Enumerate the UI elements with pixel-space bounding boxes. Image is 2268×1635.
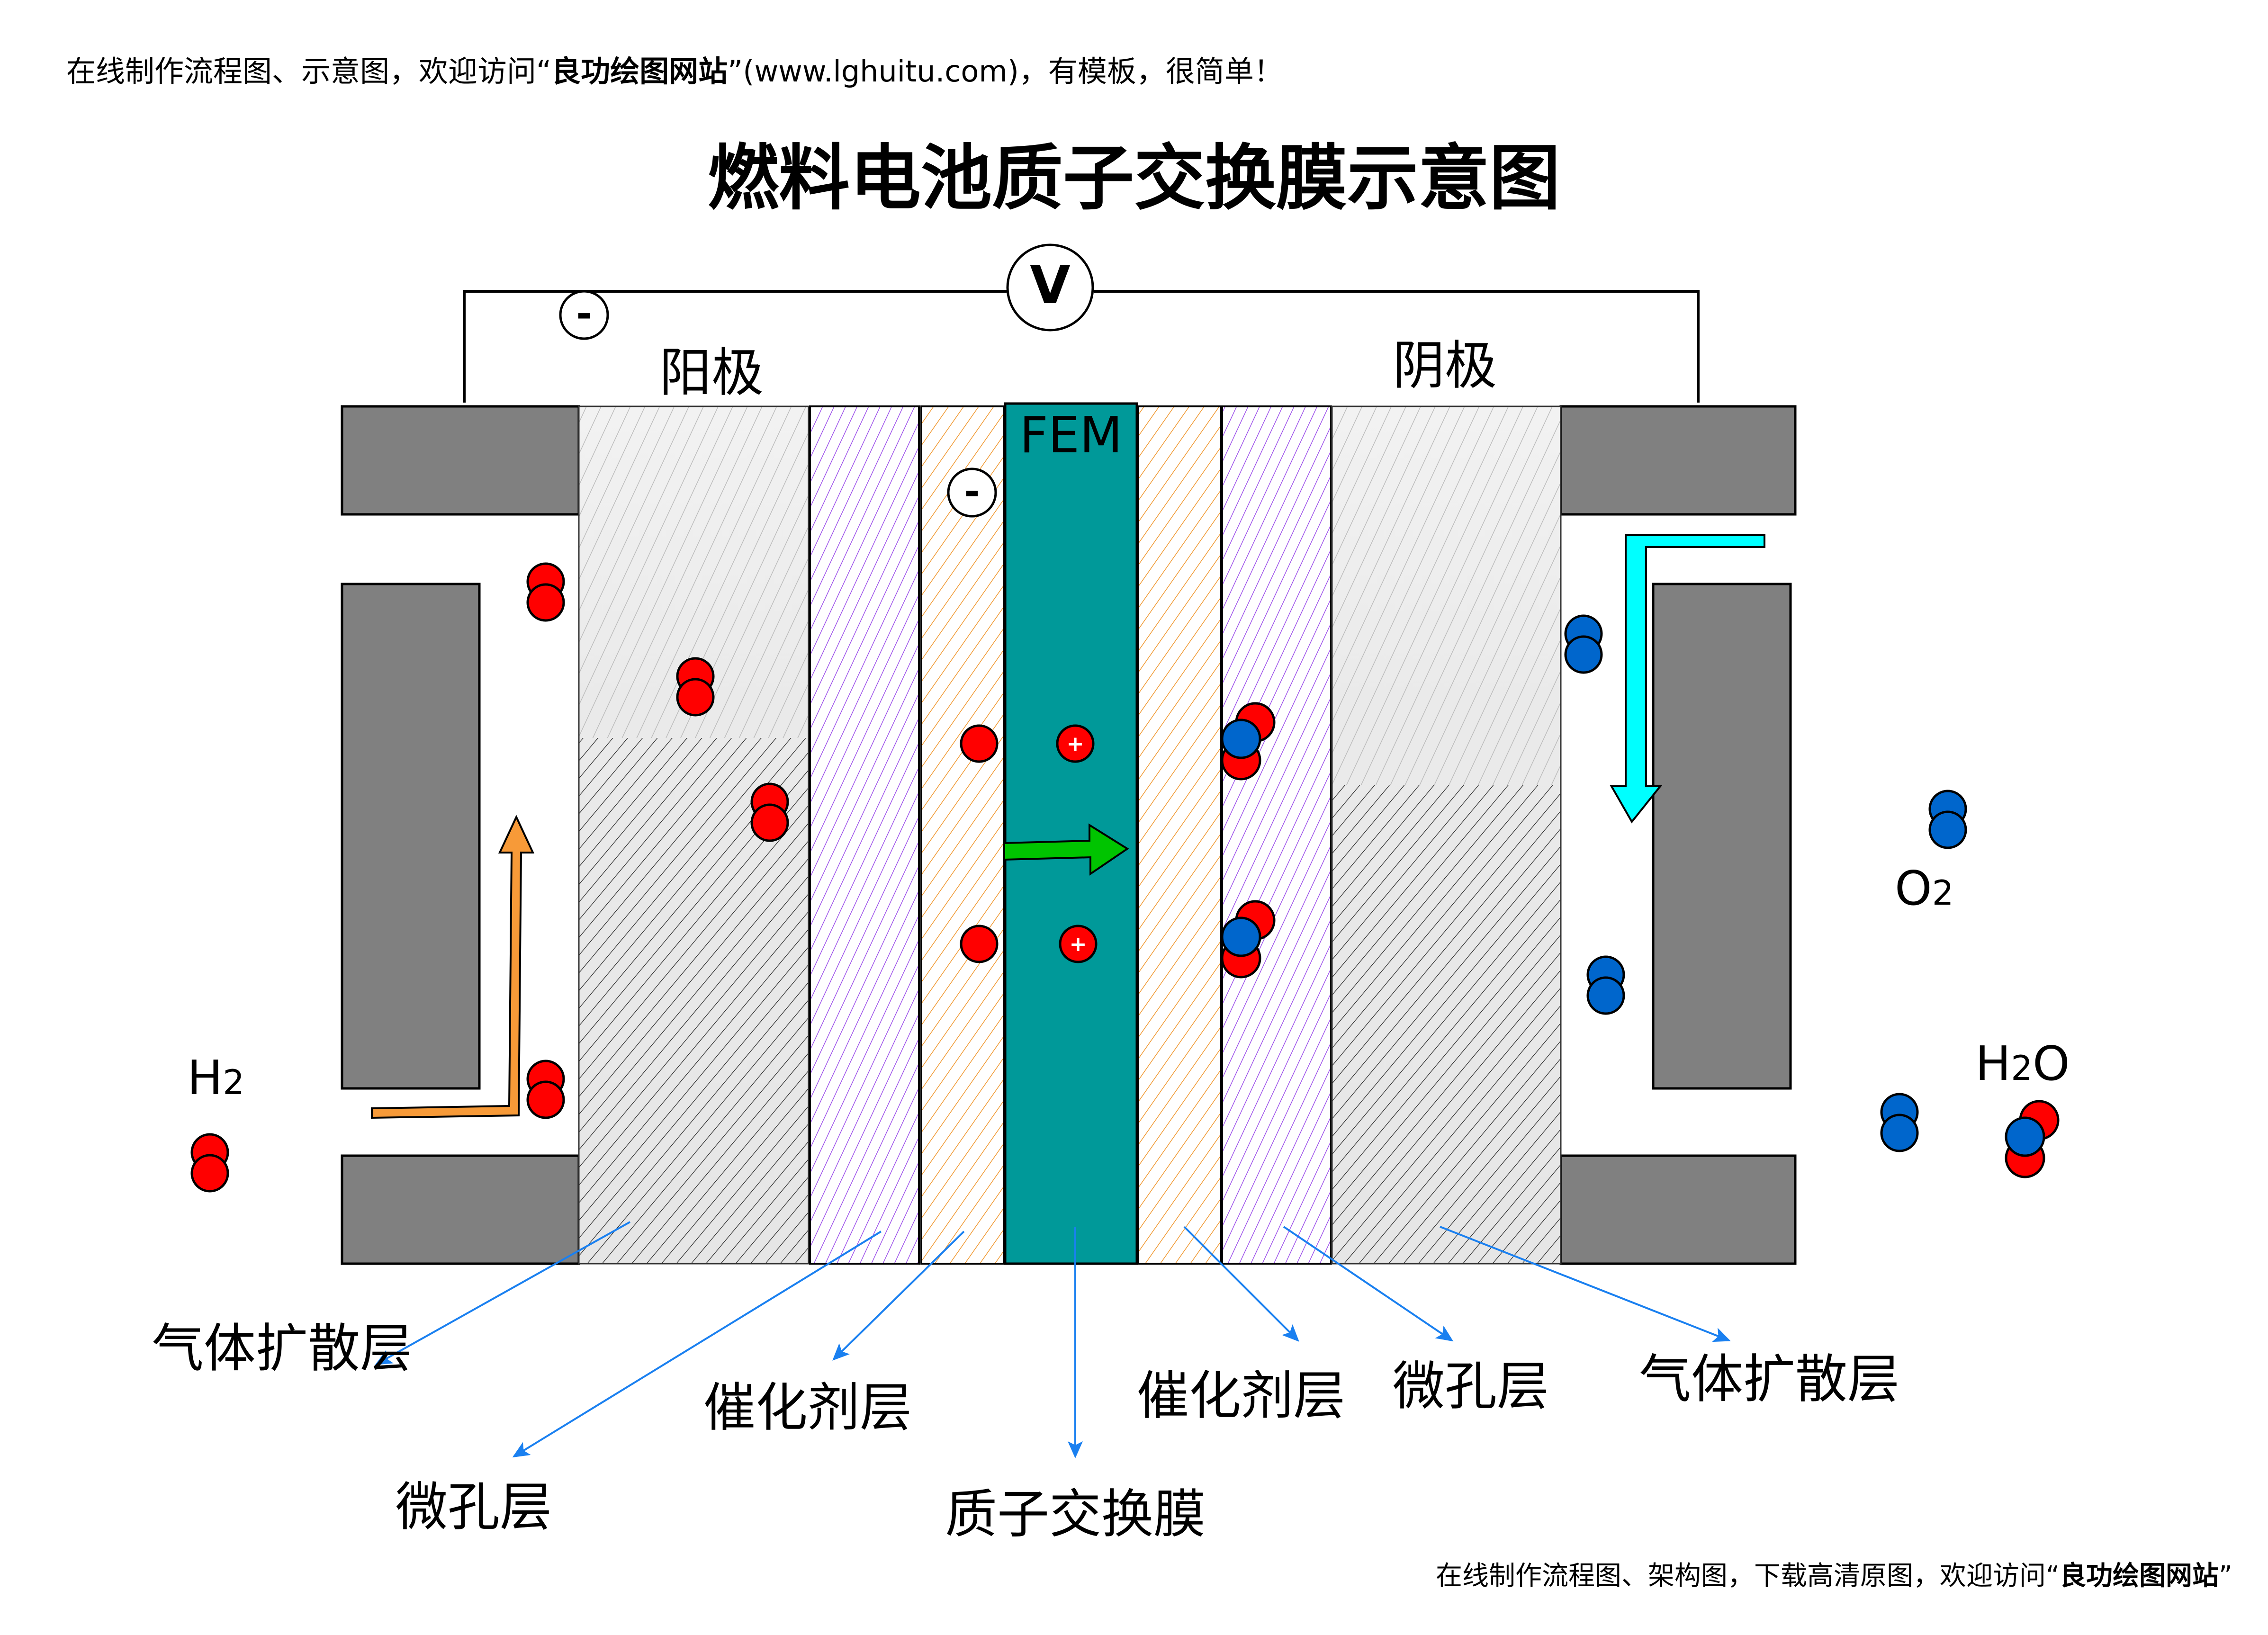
oxygen-molecule — [1880, 1093, 1919, 1152]
footer-site-link[interactable]: 良功绘图网站 — [2059, 1561, 2219, 1591]
anode-plate-middle — [341, 583, 481, 1090]
oxygen-atom — [1221, 916, 1261, 957]
label-left-catalyst: 催化剂层 — [703, 1377, 912, 1438]
oxygen-flow-arrow — [1610, 534, 1765, 824]
label-left-gas-diffusion: 气体扩散层 — [152, 1318, 412, 1379]
anode-catalyst-layer — [920, 405, 1005, 1265]
footer-note-suffix: ” — [2218, 1561, 2232, 1591]
electron-marker-catalyst — [947, 467, 997, 518]
water-molecule — [1221, 900, 1276, 979]
hydrogen-molecule — [676, 657, 715, 717]
anode-plate-bottom — [341, 1154, 580, 1265]
hydrogen-molecule-atom — [526, 1080, 565, 1119]
water-molecule — [1221, 702, 1276, 781]
circuit-wire-left — [463, 290, 1007, 403]
page-title: 燃料电池质子交换膜示意图 — [707, 137, 1560, 220]
hydrogen-molecule-atom — [750, 803, 789, 842]
hydrogen-molecule — [190, 1133, 229, 1193]
label-right-gas-diffusion: 气体扩散层 — [1639, 1349, 1899, 1410]
cathode-label: 阴极 — [1393, 335, 1497, 396]
label-right-catalyst: 催化剂层 — [1137, 1365, 1345, 1426]
leader-left-gdl — [375, 1221, 630, 1365]
oxygen-label: O2 — [1895, 861, 1954, 916]
header-note-suffix: ”(www.lghuitu.com)，有模板，很简单！ — [728, 54, 1283, 89]
footer-note-prefix: 在线制作流程图、架构图，下载高清原图，欢迎访问“ — [1435, 1561, 2060, 1591]
oxygen-molecules — [1564, 614, 1967, 1152]
oxygen-molecule — [1928, 790, 1967, 849]
hydrogen-molecule — [750, 782, 789, 842]
cathode-flow-plate — [1559, 405, 1797, 1265]
water-molecules — [1221, 702, 2060, 1178]
hydrogen-molecule-atom — [526, 583, 565, 622]
oxygen-molecule — [1564, 614, 1603, 674]
anode-plate-top — [341, 405, 580, 516]
circuit-wire-right — [1094, 290, 1700, 403]
label-left-microporous: 微孔层 — [396, 1477, 552, 1537]
oxygen-atom — [2005, 1116, 2045, 1157]
oxygen-molecule-atom — [1880, 1114, 1919, 1152]
leader-lines — [375, 1221, 1731, 1458]
proton-sign: + — [1067, 732, 1084, 756]
proton: + — [1056, 724, 1095, 763]
proton: + — [1059, 925, 1098, 963]
proton-sign: + — [1070, 932, 1087, 956]
leader-left-cl — [832, 1231, 965, 1361]
cathode-plate-top — [1559, 405, 1797, 516]
hydrogen-molecule-atom — [676, 678, 715, 717]
hydrogen-molecule — [526, 562, 565, 622]
header-site-link[interactable]: 良功绘图网站 — [551, 54, 728, 89]
footer-note: 在线制作流程图、架构图，下载高清原图，欢迎访问“良功绘图网站” — [1436, 1554, 2232, 1593]
header-note: 在线制作流程图、示意图，欢迎访问“良功绘图网站”(www.lghuitu.com… — [66, 47, 1283, 90]
proton-exchange-membrane: FEM — [1004, 402, 1138, 1265]
cathode-microporous-layer — [1221, 405, 1332, 1265]
leader-right-gdl — [1440, 1226, 1731, 1342]
water-molecule — [2005, 1100, 2060, 1178]
anode-label: 阳极 — [659, 342, 764, 403]
voltmeter — [1006, 243, 1094, 332]
anode-flow-plate — [341, 405, 580, 1265]
oxygen-molecule-atom — [1564, 635, 1603, 674]
cathode-plate-middle — [1652, 583, 1792, 1090]
hydrogen-atom — [960, 925, 999, 963]
leader-left-mpl — [512, 1231, 882, 1458]
voltmeter-label: V — [1030, 255, 1070, 315]
proton-transport-arrow — [1003, 823, 1129, 876]
hydrogen-label: H2 — [187, 1050, 244, 1105]
electron-marker-circuit — [559, 290, 609, 340]
oxygen-atom — [1221, 719, 1261, 759]
hydrogen-molecule — [526, 1060, 565, 1119]
oxygen-molecule-atom — [1586, 976, 1625, 1015]
header-note-prefix: 在线制作流程图、示意图，欢迎访问“ — [66, 54, 552, 89]
leader-right-cl — [1183, 1226, 1299, 1342]
hydrogen-molecule-atom — [190, 1154, 229, 1193]
hydrogen-flow-arrow — [371, 815, 535, 1119]
label-membrane: 质子交换膜 — [945, 1484, 1206, 1545]
oxygen-molecule-atom — [1928, 810, 1967, 849]
cathode-catalyst-layer — [1137, 405, 1222, 1265]
hydrogen-atom — [960, 724, 999, 763]
electron-sign-circuit: - — [576, 292, 592, 336]
label-right-microporous: 微孔层 — [1393, 1356, 1549, 1417]
oxygen-molecule — [1586, 955, 1625, 1015]
water-label: H2O — [1975, 1036, 2070, 1091]
electron-sign-catalyst: - — [964, 469, 980, 513]
hydrogen-molecules — [190, 562, 789, 1193]
external-circuit: V - — [463, 243, 1700, 403]
anode-microporous-layer — [809, 405, 920, 1265]
cathode-gas-diffusion-layer — [1331, 405, 1562, 1265]
leader-right-mpl — [1283, 1226, 1454, 1342]
cathode-plate-bottom — [1559, 1154, 1797, 1265]
membrane-label: FEM — [1019, 406, 1122, 464]
